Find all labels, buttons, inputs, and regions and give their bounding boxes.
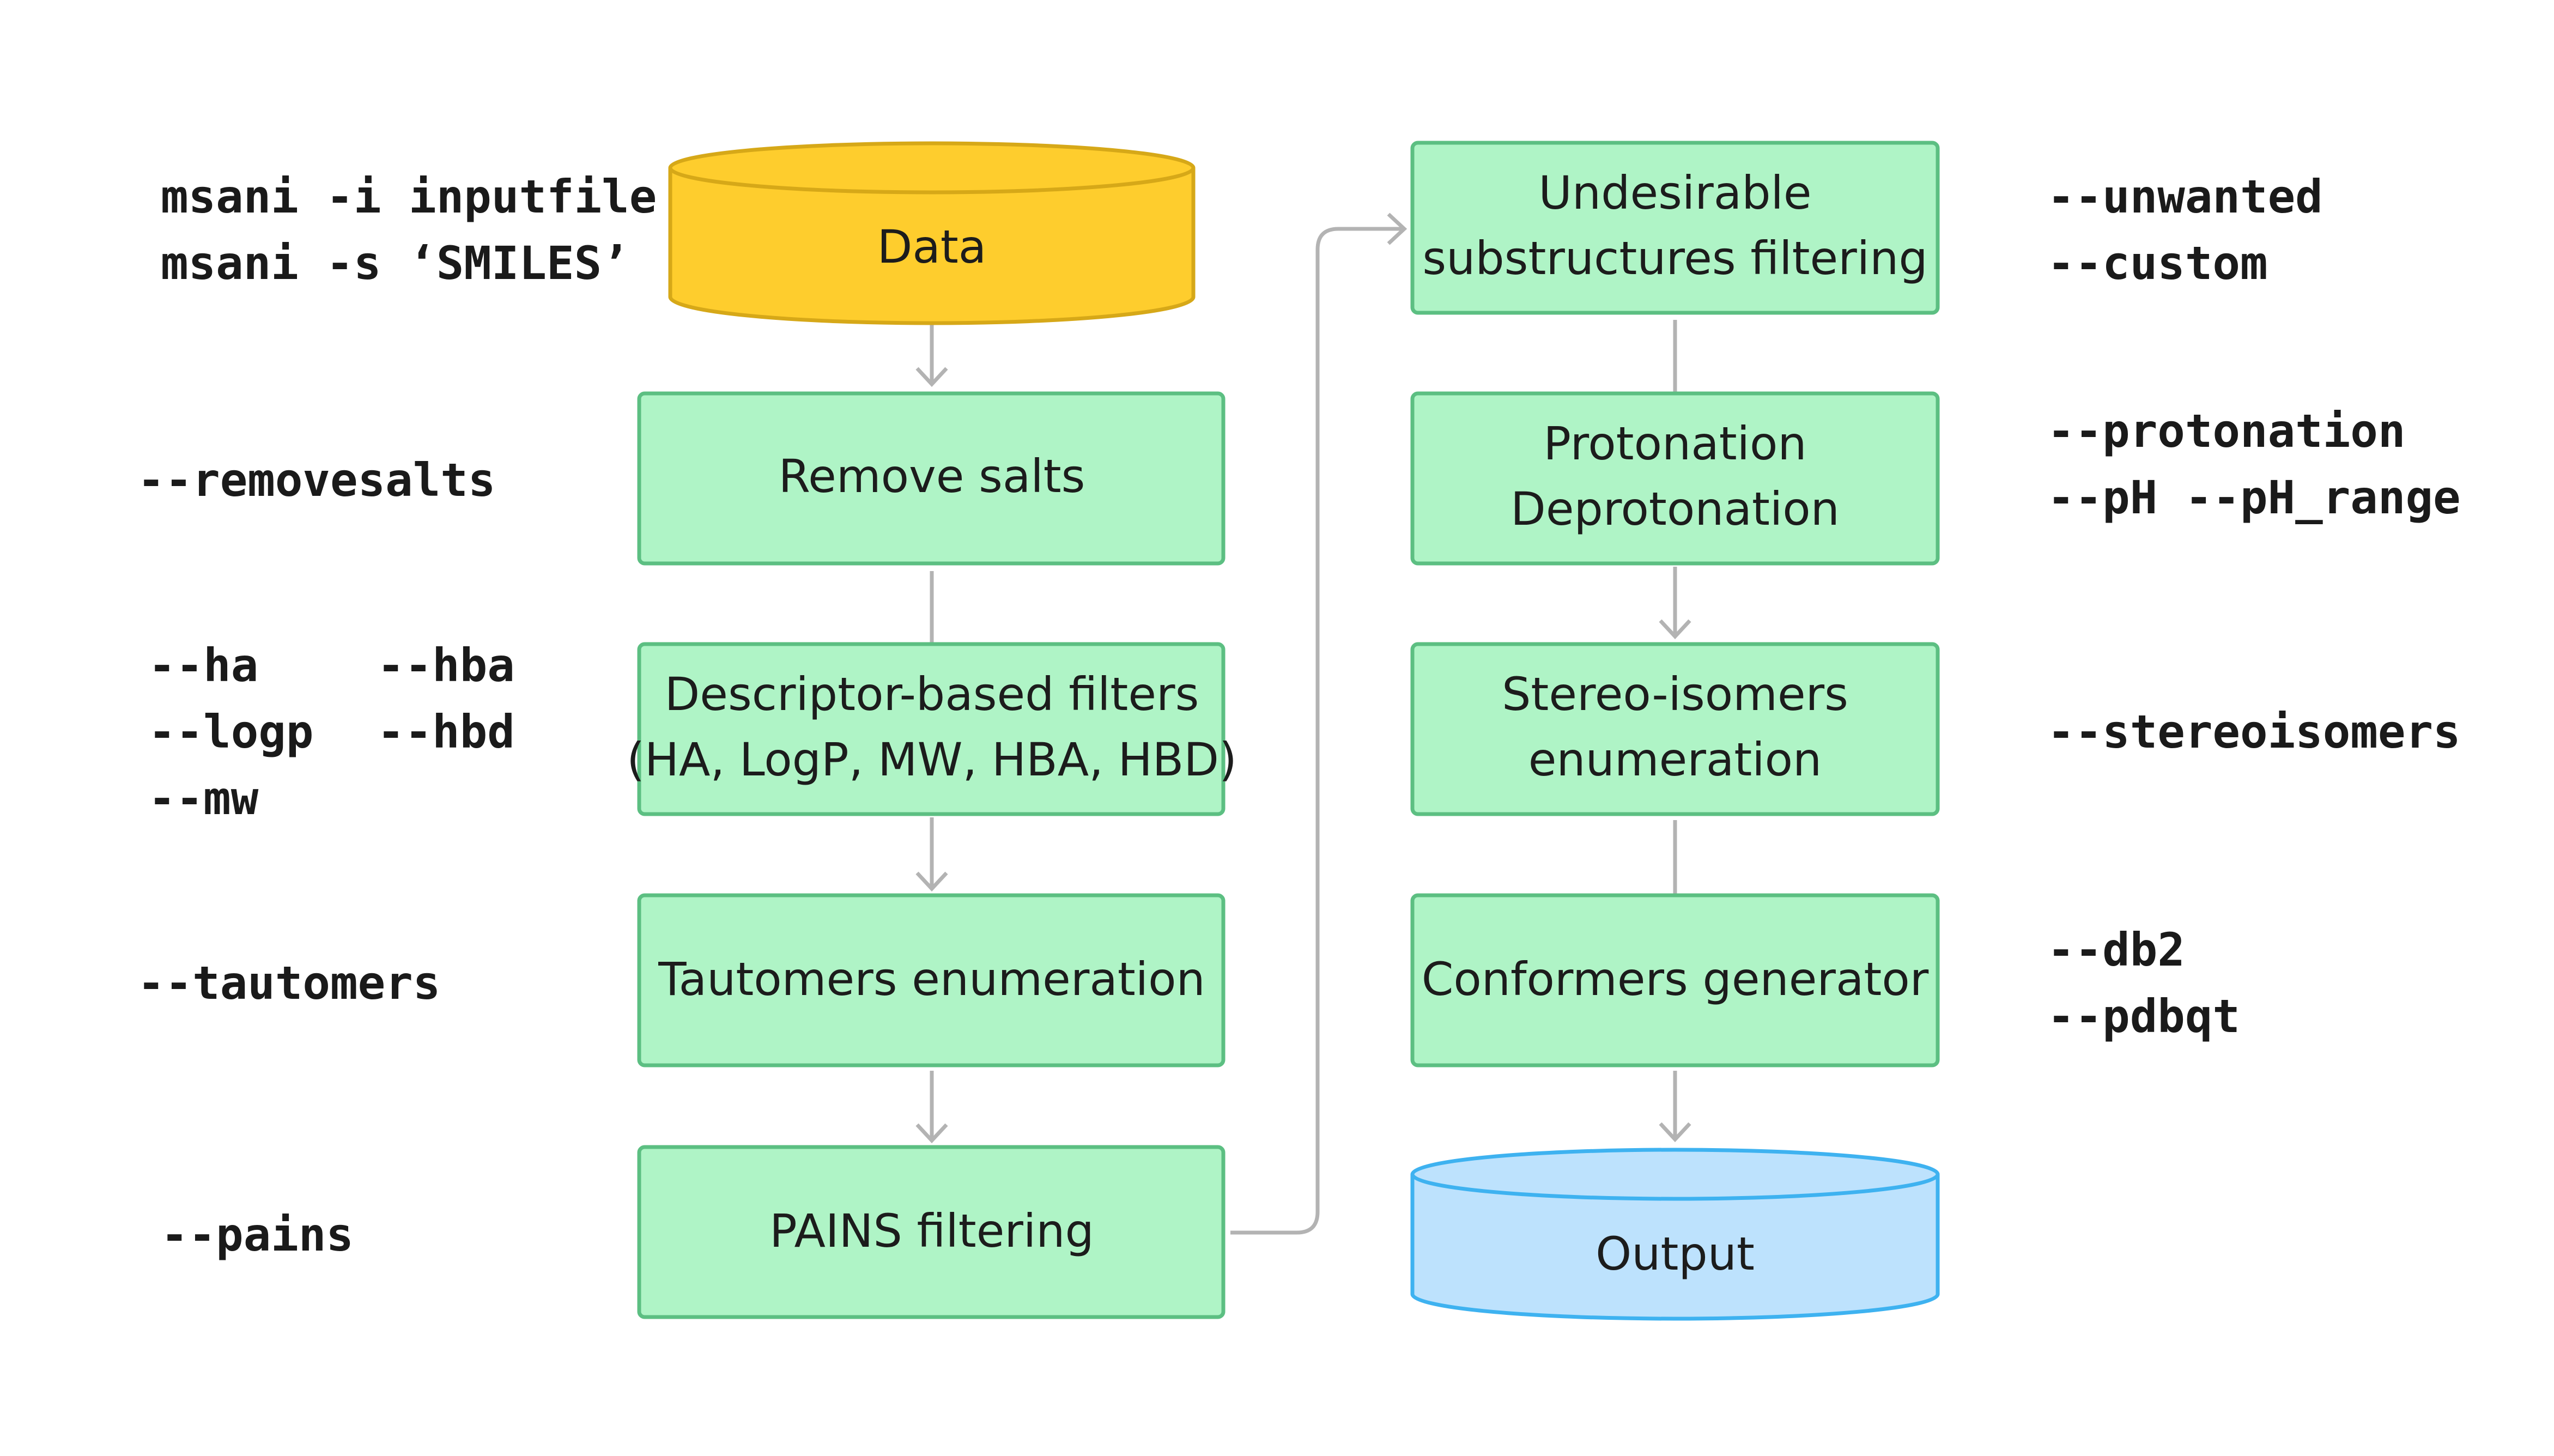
step-stereo-isomers: Stereo-isomers enumeration bbox=[1410, 642, 1940, 816]
arrowhead-tautomers bbox=[915, 871, 948, 892]
flag-unwanted: --unwanted bbox=[2047, 170, 2323, 223]
descriptor-filters-box bbox=[637, 642, 1226, 816]
output-cylinder-top bbox=[1410, 1148, 1940, 1201]
cmd-input-file: msani -i inputfile bbox=[161, 170, 657, 223]
output-database: Output bbox=[1410, 1148, 1940, 1321]
protonation-label-line2: Deprotonation bbox=[1510, 482, 1840, 536]
flag-hba: --hba bbox=[377, 639, 515, 692]
step-descriptor-filters: Descriptor-based filters (HA, LogP, MW, … bbox=[627, 642, 1237, 816]
flag-hbd: --hbd bbox=[377, 705, 515, 759]
arrowhead-undesirable bbox=[1387, 213, 1408, 245]
stereo-isomers-label-line1: Stereo-isomers bbox=[1502, 668, 1848, 721]
step-pains: PAINS filtering bbox=[637, 1145, 1226, 1319]
connectors bbox=[915, 213, 1691, 1235]
pains-label: PAINS filtering bbox=[769, 1204, 1094, 1258]
tautomers-box bbox=[637, 893, 1226, 1067]
pains-box bbox=[637, 1145, 1226, 1319]
descriptor-filters-label-line2: (HA, LogP, MW, HBA, HBD) bbox=[627, 733, 1237, 786]
remove-salts-box bbox=[637, 391, 1226, 566]
flag-stereoisomers: --stereoisomers bbox=[2047, 705, 2461, 759]
arrowhead-output bbox=[1659, 1122, 1691, 1143]
flag-tautomers: --tautomers bbox=[137, 956, 440, 1010]
flag-protonation: --protonation bbox=[2047, 404, 2405, 458]
flag-ha: --ha bbox=[148, 639, 258, 692]
cmd-smiles: msani -s ‘SMILES’ bbox=[161, 236, 629, 290]
right-flags: --unwanted --custom --protonation --pH -… bbox=[2047, 170, 2461, 1043]
arrowhead-pains bbox=[915, 1123, 948, 1144]
step-protonation: Protonation Deprotonation bbox=[1410, 391, 1940, 566]
undesirable-box bbox=[1410, 141, 1940, 315]
flag-logp: --logp bbox=[148, 705, 313, 759]
data-cylinder-top bbox=[668, 141, 1196, 195]
descriptor-filters-label-line1: Descriptor-based filters bbox=[665, 668, 1199, 721]
stereo-isomers-label-line2: enumeration bbox=[1528, 733, 1822, 786]
flag-pdbqt: --pdbqt bbox=[2047, 990, 2240, 1043]
flag-custom: --custom bbox=[2047, 236, 2268, 290]
output-cylinder-body bbox=[1410, 1174, 1940, 1321]
step-tautomers: Tautomers enumeration bbox=[637, 893, 1226, 1067]
flag-pains: --pains bbox=[161, 1208, 354, 1261]
remove-salts-label: Remove salts bbox=[779, 450, 1085, 503]
step-remove-salts: Remove salts bbox=[637, 391, 1226, 566]
flag-removesalts: --removesalts bbox=[137, 453, 495, 507]
conformers-box bbox=[1410, 893, 1940, 1067]
conformers-label: Conformers generator bbox=[1422, 953, 1929, 1006]
data-cylinder-body bbox=[668, 168, 1196, 325]
arrowhead-stereo bbox=[1659, 619, 1691, 640]
step-conformers: Conformers generator bbox=[1410, 893, 1940, 1067]
flag-mw: --mw bbox=[148, 772, 259, 825]
undesirable-label-line1: Undesirable bbox=[1538, 166, 1811, 220]
output-label: Output bbox=[1596, 1227, 1755, 1281]
flag-db2: --db2 bbox=[2047, 923, 2185, 976]
flag-ph-range: --pH --pH_range bbox=[2047, 471, 2461, 524]
left-flags: msani -i inputfile msani -s ‘SMILES’ --r… bbox=[137, 170, 657, 1261]
undesirable-label-line2: substructures filtering bbox=[1422, 232, 1927, 285]
protonation-box bbox=[1410, 391, 1940, 566]
step-undesirable: Undesirable substructures filtering bbox=[1410, 141, 1940, 315]
tautomers-label: Tautomers enumeration bbox=[658, 953, 1205, 1006]
data-label: Data bbox=[877, 220, 987, 274]
stereo-isomers-box bbox=[1410, 642, 1940, 816]
protonation-label-line1: Protonation bbox=[1543, 417, 1806, 470]
data-database: Data bbox=[668, 141, 1196, 325]
arrow-pains-to-undesirable bbox=[1230, 227, 1403, 1235]
arrowhead-removesalts bbox=[915, 367, 948, 387]
